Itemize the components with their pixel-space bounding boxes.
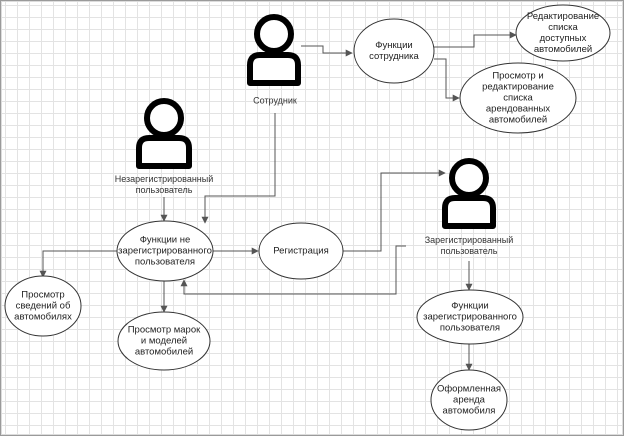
use-case-registered-functions[interactable] (416, 289, 524, 345)
edge-functions-to-view-edit-rented (434, 58, 460, 102)
use-case-rental[interactable] (430, 369, 508, 431)
edges (39, 31, 517, 371)
use-cases (4, 4, 611, 431)
actor-employee-label: Сотрудник (253, 95, 297, 106)
actor-unregistered-label: Незарегистрированный пользователь (114, 174, 214, 195)
use-case-view-car-info[interactable] (4, 275, 82, 337)
edge-employee-to-functions (301, 45, 353, 57)
use-case-registration[interactable] (258, 222, 344, 280)
label-view-edit-rented: Просмотр и редактирование списка арендов… (482, 70, 554, 126)
use-case-view-brands[interactable] (117, 311, 211, 371)
edge-registration-to-registered-actor (343, 169, 446, 252)
use-case-view-edit-rented[interactable] (459, 62, 577, 134)
label-registered-functions: Функции зарегистрированного пользователя (423, 300, 517, 334)
label-employee-functions: Функции сотрудника (369, 40, 419, 62)
edge-functions-to-edit-available (434, 31, 517, 48)
use-case-employee-functions[interactable] (353, 18, 435, 84)
use-case-edit-available[interactable] (515, 4, 611, 62)
actor-unregistered-icon[interactable] (136, 98, 192, 169)
edge-registered-to-unregistered-functions (180, 245, 406, 295)
edge-functions-to-view-car-info (39, 250, 119, 278)
label-edit-available: Редактирование списка доступных автомоби… (526, 11, 600, 55)
edge-employee-to-unregistered-functions (201, 113, 276, 224)
label-rental: Оформленная аренда автомобиля (436, 383, 502, 417)
actor-registered-icon[interactable] (442, 158, 496, 229)
label-view-car-info: Просмотр сведений об автомобилях (14, 289, 72, 323)
label-view-brands: Просмотр марок и моделей автомобилей (127, 324, 201, 358)
actor-employee-icon[interactable] (247, 14, 301, 86)
label-registration: Регистрация (273, 245, 329, 257)
label-unregistered-functions: Функции не зарегистрированного пользоват… (118, 234, 212, 268)
actor-registered-label: Зарегистрированный пользователь (424, 235, 514, 256)
use-case-unregistered-functions[interactable] (116, 220, 214, 282)
